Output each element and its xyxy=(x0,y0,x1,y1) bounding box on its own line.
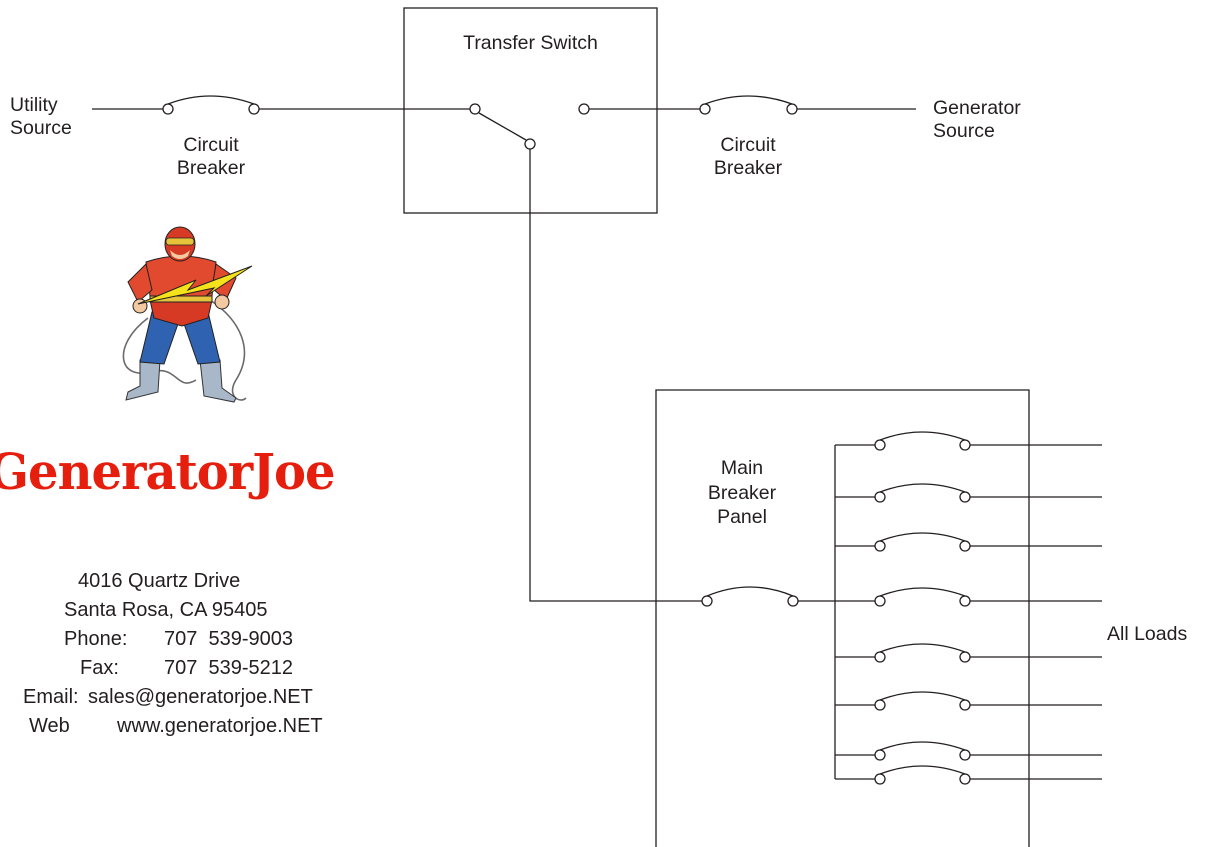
branch-breaker xyxy=(835,741,1102,761)
main-breaker-panel-line-2: Breaker xyxy=(707,481,777,504)
branch-breaker xyxy=(835,643,1102,663)
email-link[interactable]: sales@generatorjoe.NET xyxy=(88,686,313,708)
main-breaker-panel-label: Main Breaker Panel xyxy=(690,456,794,530)
phone-value: 707 539-9003 xyxy=(164,628,294,650)
main-breaker xyxy=(701,586,835,607)
fax-label: Fax: xyxy=(80,657,119,679)
branch-breaker xyxy=(835,483,1102,503)
circuit-breaker-left-line-2: Breaker xyxy=(176,157,246,179)
email-label: Email: xyxy=(23,686,79,708)
all-loads-label: All Loads xyxy=(1107,623,1188,645)
utility-source-line-1: Utility xyxy=(10,94,58,116)
utility-source-line-2: Source xyxy=(10,117,72,139)
branch-breaker xyxy=(835,532,1102,552)
superhero-mascot-icon xyxy=(122,226,253,403)
feed-line xyxy=(529,149,702,602)
branch-breaker xyxy=(835,587,1102,607)
web-label: Web xyxy=(29,715,70,737)
generator-circuit-breaker xyxy=(589,95,916,115)
branch-breaker xyxy=(835,691,1102,711)
phone-label: Phone: xyxy=(64,628,128,650)
circuit-breaker-left-line-1: Circuit xyxy=(183,134,239,156)
web-link[interactable]: www.generatorjoe.NET xyxy=(117,715,323,737)
generatorjoe-logo: GeneratorJoe xyxy=(0,442,336,501)
main-breaker-panel-line-3: Panel xyxy=(717,506,767,528)
transfer-switch-contacts xyxy=(469,103,590,150)
main-breaker-panel-box xyxy=(655,389,1030,847)
city-address: Santa Rosa, CA 95405 xyxy=(64,599,268,621)
circuit-breaker-right-label: Circuit Breaker xyxy=(697,134,799,180)
main-breaker-panel-line-1: Main xyxy=(720,457,764,479)
circuit-breaker-right-line-2: Breaker xyxy=(713,157,783,179)
fax-value: 707 539-5212 xyxy=(164,657,294,679)
generator-source-label: Generator Source xyxy=(933,97,1021,143)
circuit-breaker-left-label: Circuit Breaker xyxy=(160,134,262,180)
utility-circuit-breaker xyxy=(92,95,470,115)
generator-source-line-2: Source xyxy=(933,120,995,142)
branch-breaker xyxy=(835,431,1102,451)
generator-source-line-1: Generator xyxy=(933,97,1021,119)
utility-source-label: Utility Source xyxy=(10,94,72,140)
street-address: 4016 Quartz Drive xyxy=(78,570,241,592)
transfer-switch-label: Transfer Switch xyxy=(463,32,598,54)
branch-breakers xyxy=(835,431,1102,785)
circuit-breaker-right-line-1: Circuit xyxy=(720,134,776,156)
branch-breaker xyxy=(835,765,1102,785)
